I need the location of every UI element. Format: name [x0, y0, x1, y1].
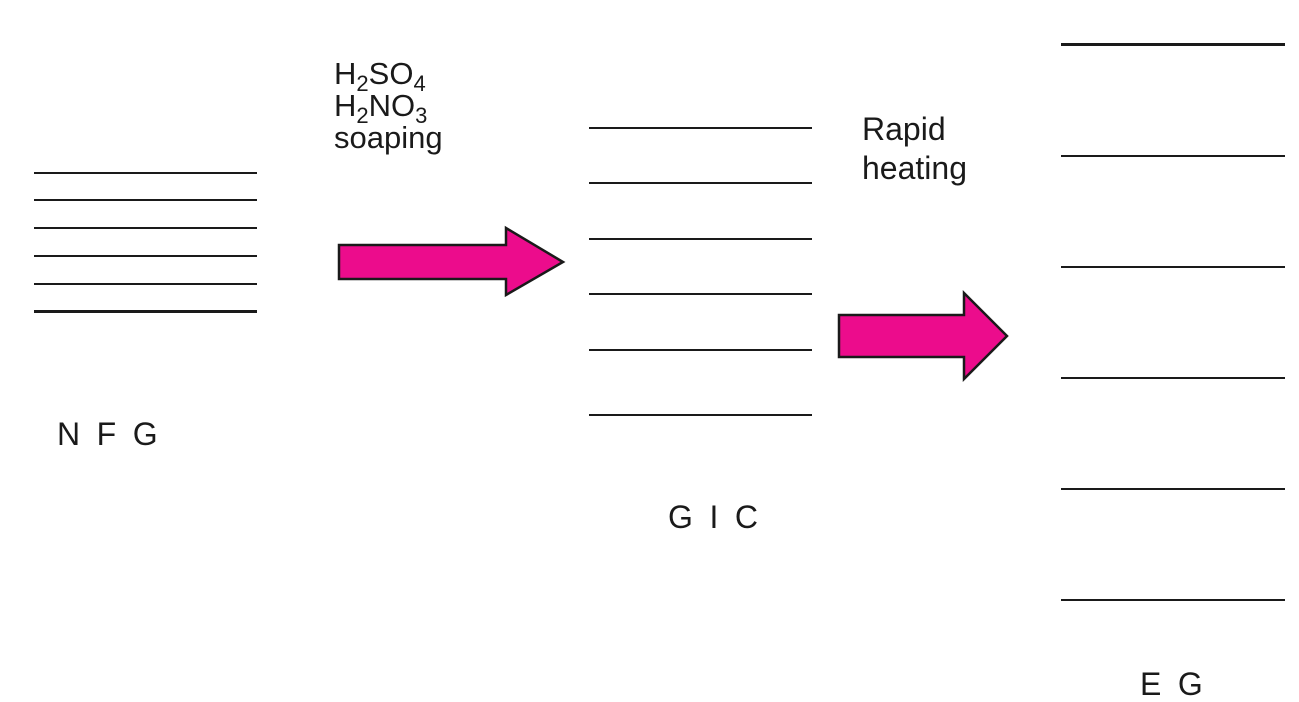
gic-layer: [589, 238, 812, 240]
heating-text: heating: [862, 150, 967, 186]
gic-layer: [589, 349, 812, 351]
eg-label: E G: [1140, 666, 1207, 702]
eg-layer: [1061, 599, 1285, 601]
gic-layer: [589, 182, 812, 184]
eg-layer: [1061, 155, 1285, 157]
intercalation-reagents: H2SO4 H2NO3 soaping: [334, 58, 443, 154]
gic-label: G I C: [668, 499, 762, 535]
rapid-heating-label: Rapid heating: [862, 110, 967, 188]
sulfuric-acid-formula: H2SO4: [334, 56, 426, 96]
soaping-text: soaping: [334, 120, 443, 155]
nfg-label: N F G: [57, 416, 162, 452]
eg-layer: [1061, 43, 1285, 46]
rapid-text: Rapid: [862, 111, 946, 147]
eg-layer: [1061, 266, 1285, 268]
nfg-layer: [34, 283, 257, 285]
gic-layer: [589, 414, 812, 416]
nfg-layer: [34, 255, 257, 257]
nitric-acid-formula: H2NO3: [334, 88, 428, 128]
gic-layer: [589, 293, 812, 295]
nfg-layer: [34, 227, 257, 229]
gic-layer: [589, 127, 812, 129]
arrow-right-icon: [837, 289, 1009, 383]
nfg-layer: [34, 199, 257, 201]
eg-layer: [1061, 377, 1285, 379]
eg-layer: [1061, 488, 1285, 490]
nfg-layer: [34, 172, 257, 174]
arrow-right-icon: [337, 225, 566, 298]
nfg-layer: [34, 310, 257, 313]
